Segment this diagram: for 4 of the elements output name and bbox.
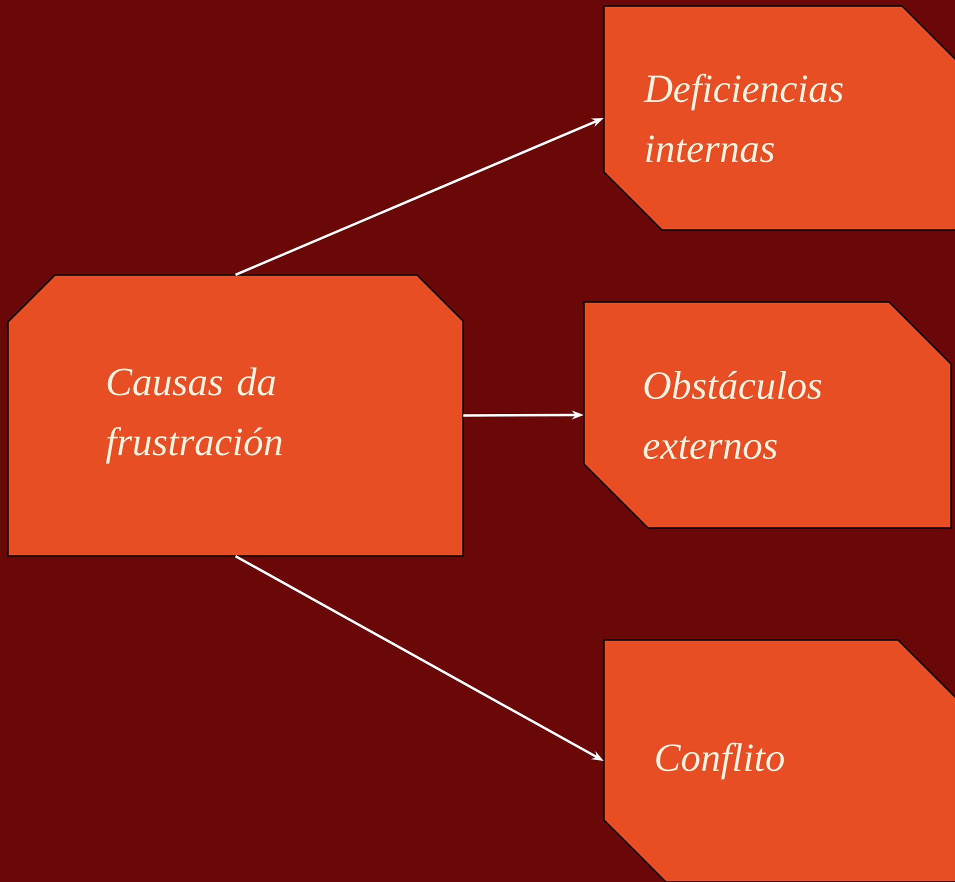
process-box: Obstáculos externos — [583, 301, 952, 529]
process-box: Deficiencias internas — [603, 5, 955, 231]
process-box: Causas da frustración — [7, 274, 464, 557]
process-box: Conflito — [603, 639, 955, 882]
